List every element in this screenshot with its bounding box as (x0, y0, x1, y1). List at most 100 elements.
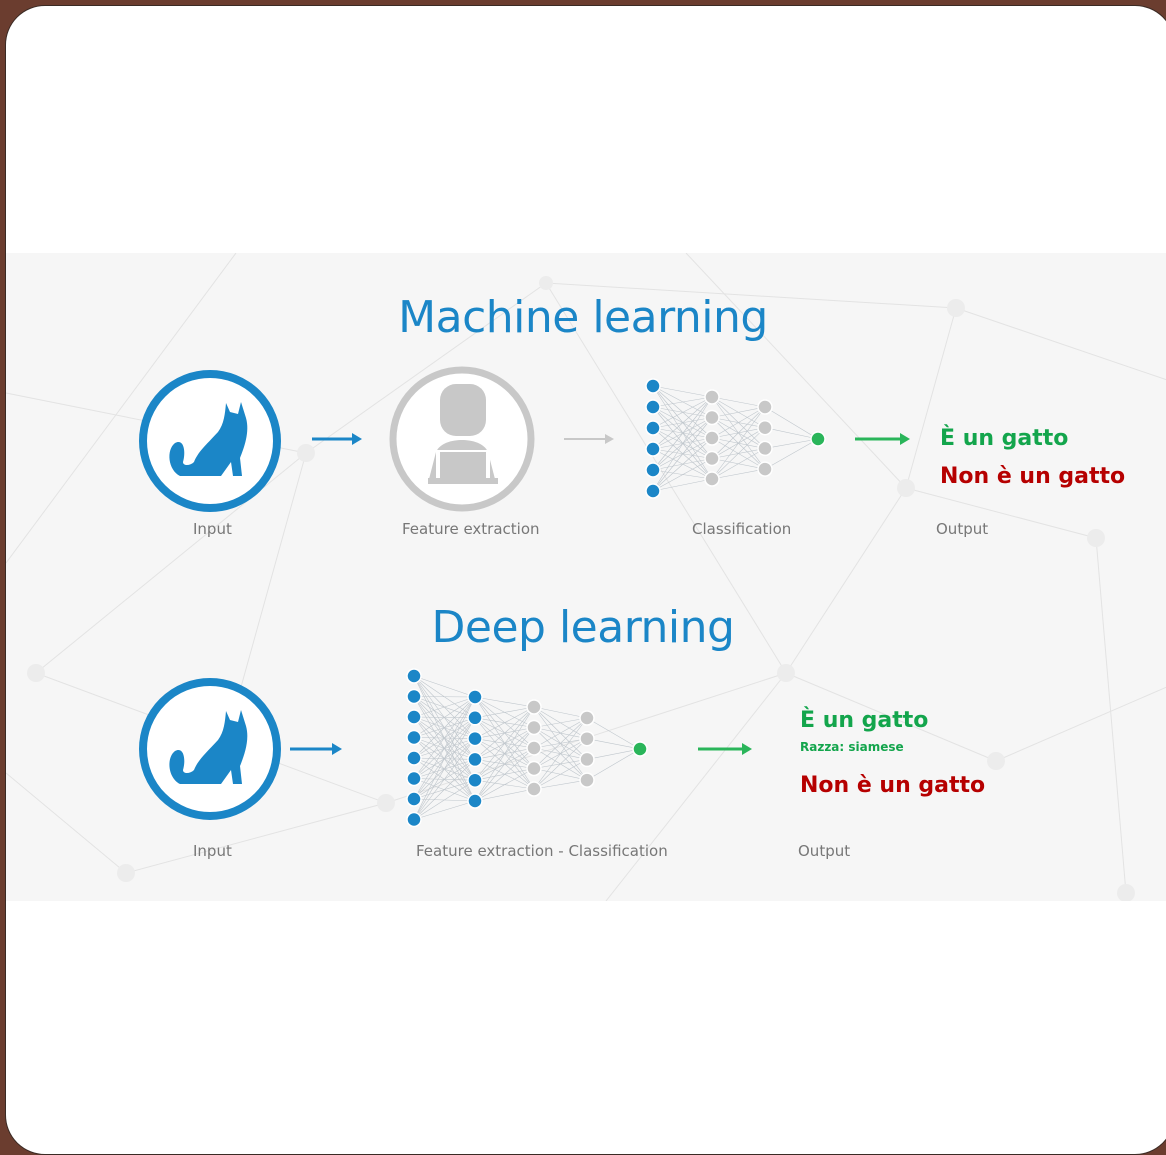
network-connection (711, 406, 766, 480)
arrow-right-icon (698, 743, 752, 755)
network-connection (533, 717, 588, 749)
network-node (645, 420, 661, 436)
network-node (467, 730, 483, 747)
network-node (526, 781, 542, 797)
network-node (645, 441, 661, 457)
network-connection (652, 396, 713, 471)
network-connection (413, 800, 476, 820)
network-connection (474, 727, 535, 802)
network-connection (533, 717, 588, 790)
network-connection (413, 675, 476, 698)
network-node (526, 740, 542, 756)
network-connection (474, 696, 535, 708)
slide-frame (5, 5, 1166, 1155)
arrow-right-icon (564, 434, 614, 444)
network-connection (586, 748, 641, 781)
network-connection (413, 717, 476, 820)
network-node (704, 430, 720, 446)
network-node (406, 709, 422, 725)
network-connection (652, 396, 713, 450)
network-node (579, 751, 595, 768)
network-connection (652, 417, 713, 492)
network-connection (413, 779, 476, 820)
network-node (526, 760, 542, 777)
network-node (467, 751, 483, 768)
network-node (704, 450, 720, 467)
network-node (645, 462, 661, 478)
network-node (704, 389, 720, 405)
network-connection (652, 396, 713, 492)
ml-classification-caption: Classification (692, 520, 792, 538)
network-node (757, 419, 773, 436)
network-node (406, 811, 422, 828)
network-node (406, 770, 422, 787)
network-connection (413, 696, 476, 718)
network-node (406, 729, 422, 746)
network-connection (413, 696, 476, 820)
network-node (406, 668, 422, 684)
ml-output-positive: È un gatto (940, 426, 1069, 451)
network-node (406, 750, 422, 766)
neural-network-icon (645, 378, 826, 499)
network-connection (764, 427, 819, 440)
dl-input-caption: Input (193, 842, 232, 860)
network-connection (711, 396, 766, 408)
network-connection (533, 759, 588, 790)
network-node (810, 431, 826, 447)
ml-input-caption: Input (193, 520, 232, 538)
network-connection (413, 696, 476, 779)
dl-output-breed: Razza: siamese (800, 740, 904, 754)
network-connection (711, 406, 766, 418)
dl-output-positive: È un gatto (800, 708, 929, 733)
network-node (757, 399, 773, 415)
arrow-right-icon (855, 433, 910, 445)
dl-output-negative: Non è un gatto (800, 773, 986, 798)
network-connection (413, 738, 476, 820)
network-node (467, 689, 483, 705)
arrow-right-icon (312, 433, 362, 445)
dl-feature-classification-caption: Feature extraction - Classification (416, 842, 668, 860)
network-node (467, 793, 483, 809)
network-node (645, 378, 661, 394)
network-connection (533, 717, 588, 728)
person-laptop-icon (428, 384, 498, 484)
network-node (406, 688, 422, 705)
network-node (704, 471, 720, 487)
network-node (467, 772, 483, 788)
network-node (579, 730, 595, 747)
network-connection (413, 696, 476, 759)
ml-output-negative: Non è un gatto (940, 464, 1126, 489)
network-connection (413, 696, 476, 698)
network-connection (711, 468, 766, 480)
network-connection (711, 406, 766, 439)
network-connection (764, 438, 819, 470)
machine-learning-title: Machine learning (398, 292, 768, 343)
network-node (757, 461, 773, 477)
network-node (704, 409, 720, 426)
network-connection (764, 438, 819, 449)
ml-output-caption: Output (936, 520, 989, 538)
network-connection (586, 717, 641, 750)
network-connection (764, 406, 819, 440)
network-connection (711, 448, 766, 480)
network-connection (474, 706, 535, 739)
network-connection (652, 458, 713, 492)
network-connection (474, 747, 535, 802)
deep-learning-title: Deep learning (431, 602, 735, 653)
network-connection (413, 696, 476, 738)
network-connection (533, 738, 588, 790)
network-node (645, 483, 661, 499)
cat-icon (169, 402, 248, 476)
network-node (632, 741, 648, 757)
network-connection (474, 706, 535, 781)
arrow-right-icon (290, 743, 342, 755)
network-connection (533, 717, 588, 769)
cat-icon (169, 710, 248, 784)
network-node (467, 710, 483, 726)
network-connection (652, 437, 713, 492)
network-connection (711, 427, 766, 480)
network-connection (474, 706, 535, 760)
dl-output-caption: Output (798, 842, 851, 860)
ml-feature-extraction-caption: Feature extraction (402, 520, 540, 538)
